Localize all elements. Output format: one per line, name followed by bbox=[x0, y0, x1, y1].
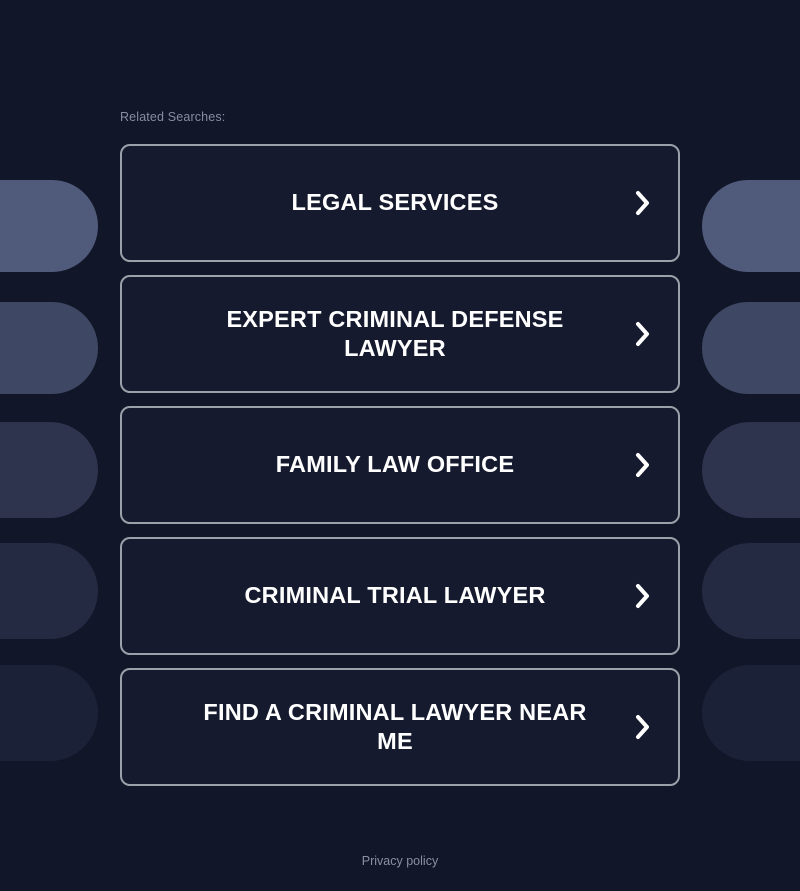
related-search-label: FAMILY LAW OFFICE bbox=[275, 451, 515, 478]
related-search-button[interactable]: LEGAL SERVICES bbox=[120, 144, 680, 262]
decor-pill-left bbox=[0, 180, 98, 272]
chevron-right-icon bbox=[634, 450, 652, 480]
decor-pill-left bbox=[0, 665, 98, 761]
chevron-right-icon bbox=[634, 188, 652, 218]
decor-pill-right bbox=[702, 180, 800, 272]
chevron-right-icon bbox=[634, 712, 652, 742]
decor-pill-right bbox=[702, 543, 800, 639]
chevron-right-icon bbox=[634, 319, 652, 349]
related-search-label: EXPERT CRIMINAL DEFENSE LAWYER bbox=[226, 305, 564, 361]
related-search-label: LEGAL SERVICES bbox=[291, 189, 499, 216]
related-search-label: CRIMINAL TRIAL LAWYER bbox=[244, 582, 546, 609]
decor-pill-right bbox=[702, 665, 800, 761]
related-search-button[interactable]: FAMILY LAW OFFICE bbox=[120, 406, 680, 524]
related-search-button[interactable]: CRIMINAL TRIAL LAWYER bbox=[120, 537, 680, 655]
chevron-right-icon bbox=[634, 581, 652, 611]
decor-pill-left bbox=[0, 302, 98, 394]
related-search-label: FIND A CRIMINAL LAWYER NEAR ME bbox=[203, 698, 587, 754]
decor-pill-right bbox=[702, 302, 800, 394]
footer: Privacy policy bbox=[0, 852, 800, 870]
related-searches-label: Related Searches: bbox=[120, 110, 226, 124]
related-search-button[interactable]: EXPERT CRIMINAL DEFENSE LAWYER bbox=[120, 275, 680, 393]
decor-pill-left bbox=[0, 543, 98, 639]
decor-pill-right bbox=[702, 422, 800, 518]
related-searches-list: LEGAL SERVICES EXPERT CRIMINAL DEFENSE L… bbox=[120, 144, 680, 786]
privacy-policy-link[interactable]: Privacy policy bbox=[361, 854, 439, 868]
related-search-button[interactable]: FIND A CRIMINAL LAWYER NEAR ME bbox=[120, 668, 680, 786]
decor-pill-left bbox=[0, 422, 98, 518]
